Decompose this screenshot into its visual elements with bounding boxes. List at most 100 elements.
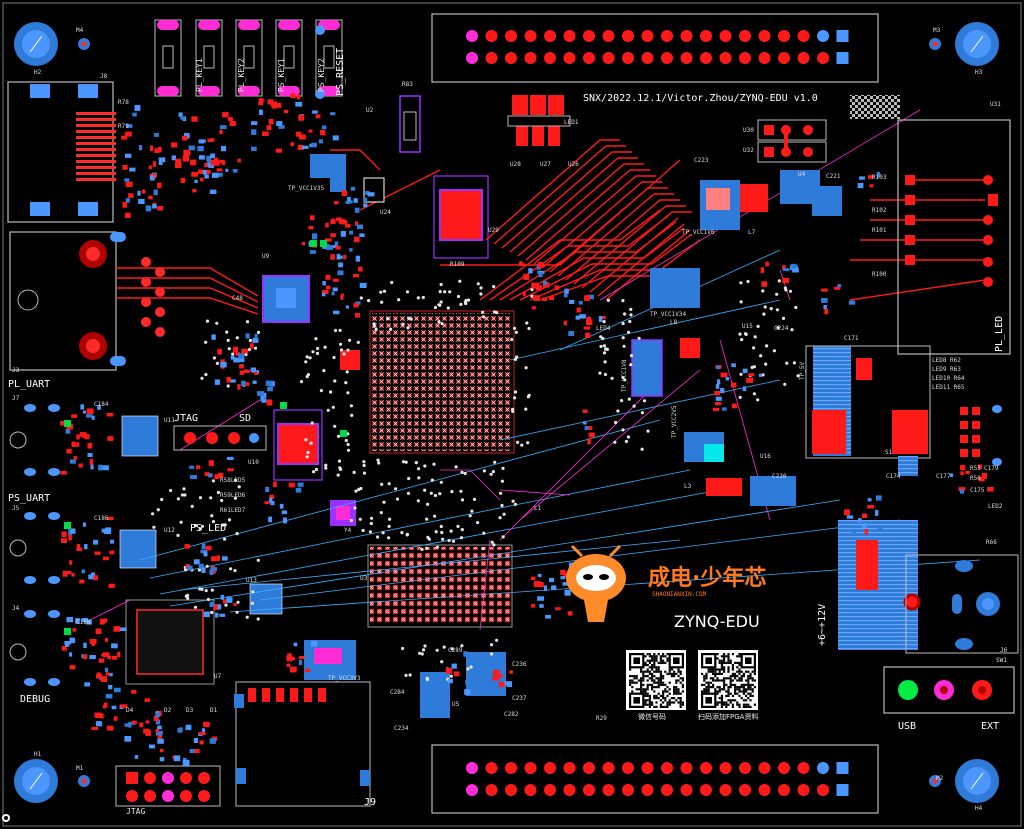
qr-module xyxy=(727,686,730,689)
smd-pad xyxy=(587,426,593,430)
qr-module xyxy=(740,683,743,686)
via xyxy=(372,322,376,326)
qr-module xyxy=(734,677,737,680)
smd-pad xyxy=(201,567,206,573)
smd-pad xyxy=(715,402,722,406)
smd-pad xyxy=(175,158,182,165)
smd-pad xyxy=(875,510,879,516)
via xyxy=(628,319,632,324)
qr-module xyxy=(703,677,706,680)
smd-pad xyxy=(958,487,966,492)
smd-pad xyxy=(208,163,214,168)
via xyxy=(169,488,173,493)
smd-pad xyxy=(325,274,331,280)
qr-module xyxy=(659,655,662,658)
qr-module xyxy=(705,688,708,691)
qr-module xyxy=(648,672,651,675)
qr-module xyxy=(675,686,678,689)
via xyxy=(231,352,235,356)
qr-module xyxy=(653,694,656,697)
qr-module xyxy=(651,659,654,662)
smd-pad xyxy=(322,292,326,297)
qr-module xyxy=(677,675,680,678)
smd-pad xyxy=(241,380,246,387)
via xyxy=(439,480,443,484)
qr-module xyxy=(712,668,715,671)
via xyxy=(425,546,429,551)
qr-module xyxy=(705,690,708,693)
via xyxy=(602,344,607,348)
qr-module xyxy=(714,675,717,678)
via xyxy=(762,312,766,316)
qr-module xyxy=(675,692,678,695)
qr-module xyxy=(633,675,636,678)
smd-pad xyxy=(523,273,530,280)
qr-module xyxy=(657,670,660,673)
qr-module xyxy=(718,661,721,664)
qr-module xyxy=(723,686,726,689)
qr-module xyxy=(637,679,640,682)
qr-module xyxy=(655,659,658,662)
smd-pad xyxy=(66,617,74,623)
header-pin xyxy=(622,30,634,42)
smd-pad xyxy=(877,527,883,531)
qr-module xyxy=(723,683,726,686)
smd-pad xyxy=(333,201,339,205)
key-body xyxy=(203,45,215,69)
designator-c175: C175 xyxy=(970,487,985,494)
qr-module xyxy=(747,670,750,673)
via xyxy=(382,500,386,504)
smd-pad xyxy=(145,730,151,736)
smd-pad xyxy=(199,740,204,745)
via xyxy=(435,648,439,652)
led-label-8: LED8 R62 xyxy=(932,357,961,364)
via xyxy=(613,440,617,444)
qr-module xyxy=(723,655,726,658)
qr-module xyxy=(673,697,676,700)
usb-label: USB xyxy=(898,721,917,732)
designator-l8: L8 xyxy=(670,319,678,326)
via xyxy=(621,336,625,340)
via xyxy=(423,488,427,492)
qr-module xyxy=(731,668,734,671)
qr-module xyxy=(668,692,671,695)
via xyxy=(315,351,320,355)
smd-pad xyxy=(124,178,130,182)
qr-module xyxy=(725,655,728,658)
smd-pad xyxy=(193,737,199,743)
via xyxy=(777,279,781,283)
qr-module xyxy=(725,703,728,706)
smd-pad xyxy=(185,724,192,731)
smd-pad xyxy=(299,134,306,140)
smd-pad xyxy=(862,513,867,517)
designator-d3: D3 xyxy=(186,707,194,714)
smd-pad xyxy=(365,191,370,195)
smd-pad xyxy=(859,176,865,180)
smd-pad xyxy=(210,153,216,159)
qr-module xyxy=(753,686,756,689)
regulators xyxy=(304,154,842,718)
qr-module xyxy=(742,705,745,708)
qr-module xyxy=(747,692,750,695)
via xyxy=(336,473,340,477)
qr-module xyxy=(718,668,721,671)
via xyxy=(210,588,214,592)
smd-pad xyxy=(265,380,273,386)
via xyxy=(775,292,779,296)
via xyxy=(183,493,187,497)
designator-d2: D2 xyxy=(164,707,172,714)
via xyxy=(361,528,365,533)
designator-r101: R101 xyxy=(872,227,887,234)
smd-pad xyxy=(264,501,270,505)
smd-pad xyxy=(68,534,72,541)
header-pin xyxy=(563,784,576,796)
designator-u24: U24 xyxy=(380,209,391,216)
qr-module xyxy=(731,672,734,675)
qr-module xyxy=(681,690,684,693)
via xyxy=(463,471,467,476)
header-pin xyxy=(524,784,537,796)
tp-vcc1v35: TP_VCC1V35 xyxy=(288,185,325,192)
qr-module xyxy=(655,668,658,671)
qr-module xyxy=(657,681,660,684)
qr-module xyxy=(673,692,676,695)
